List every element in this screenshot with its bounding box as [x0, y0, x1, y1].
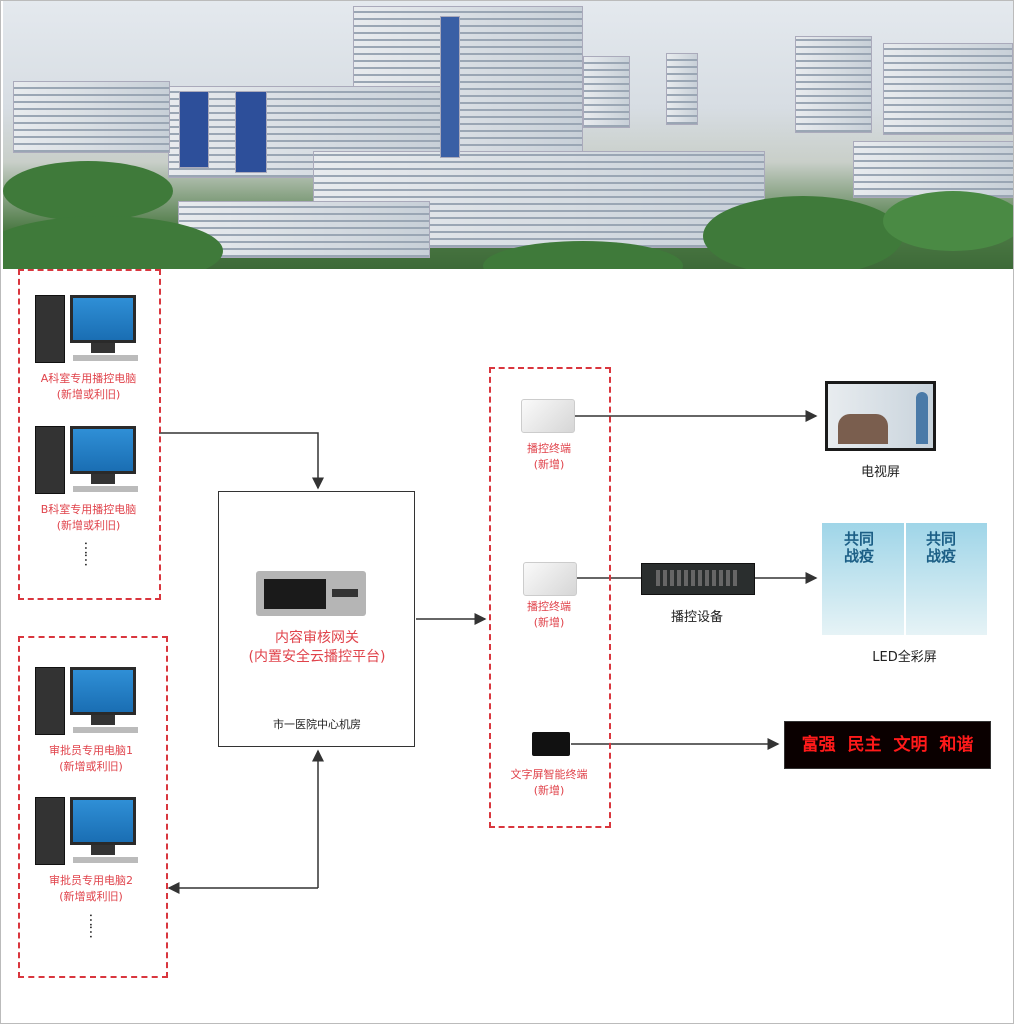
pc-a-note: (新增或利旧) [56, 388, 121, 401]
control-device-label: 播控设备 [670, 610, 723, 625]
text-screen-sign: 富强 民主 文明 和谐 [784, 721, 991, 769]
terminal-1-note: (新增) [533, 458, 565, 471]
led-screen-icon: 共同战疫 共同战疫 [822, 523, 987, 635]
pc-b-note: (新增或利旧) [56, 519, 121, 532]
gateway-subtitle: (内置安全云播控平台) [248, 649, 386, 665]
arrow-group1-to-gateway [159, 432, 324, 490]
player-terminal-icon [523, 562, 577, 596]
computer-icon [35, 797, 150, 867]
gateway-box [218, 491, 415, 747]
tv-screen-icon [825, 381, 936, 451]
tv-label: 电视屏 [860, 465, 900, 480]
gateway-title: 内容审核网关 [275, 630, 359, 646]
pc-b-label: B科室专用播控电脑 [40, 503, 137, 516]
control-device-icon [641, 563, 755, 595]
group1-dashed-box [18, 269, 161, 600]
more-ellipsis: …… [86, 913, 102, 937]
server-icon [256, 571, 366, 616]
gateway-location: 市一医院中心机房 [273, 718, 361, 731]
terminal-1-label: 播控终端 [527, 442, 571, 455]
more-ellipsis: …… [81, 541, 97, 565]
pc-1-note: (新增或利旧) [59, 760, 123, 773]
terminal-3-label: 文字屏智能终端 [510, 768, 588, 781]
text-terminal-icon [532, 732, 570, 756]
pc-a-label: A科室专用播控电脑 [40, 372, 137, 385]
computer-icon [35, 426, 150, 496]
terminal-3-note: (新增) [533, 784, 565, 797]
group2-dashed-box [18, 636, 168, 978]
computer-icon [35, 667, 150, 737]
terminal-2-note: (新增) [533, 616, 565, 629]
computer-icon [35, 295, 150, 365]
hospital-photo [3, 1, 1013, 269]
player-terminal-icon [521, 399, 575, 433]
pc-2-note: (新增或利旧) [59, 890, 123, 903]
terminals-dashed-box [489, 367, 611, 828]
led-poster-text: 共同战疫 [844, 530, 875, 565]
pc-2-label: 审批员专用电脑2 [49, 874, 133, 887]
led-poster-text: 共同战疫 [926, 530, 957, 565]
pc-1-label: 审批员专用电脑1 [49, 744, 133, 757]
led-label: LED全彩屏 [872, 650, 937, 665]
terminal-2-label: 播控终端 [527, 600, 571, 613]
